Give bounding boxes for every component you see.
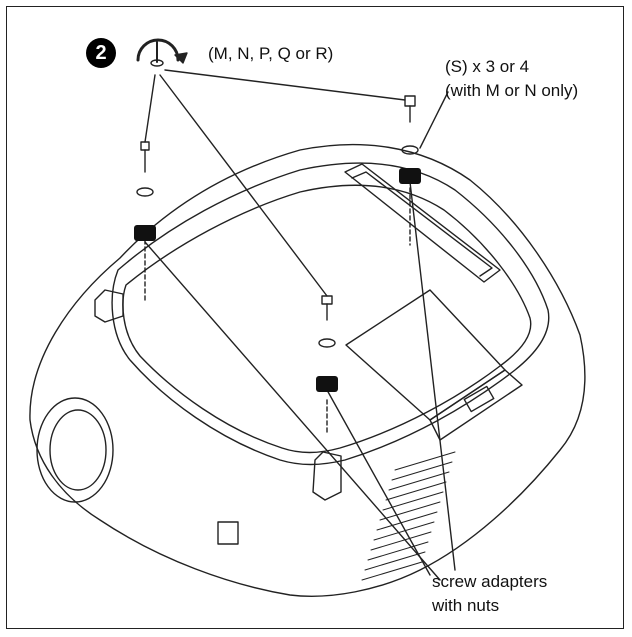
nut-left <box>134 225 156 241</box>
lens <box>36 397 114 503</box>
rail-bar <box>344 163 501 283</box>
foot-front <box>312 451 342 501</box>
adapter-label-line1: screw adapters <box>432 572 548 591</box>
foot-left <box>94 289 124 323</box>
step-number-badge: 2 <box>86 38 116 68</box>
rotate-screwdriver-icon <box>136 38 188 67</box>
nut-right <box>399 168 421 184</box>
projector-body <box>29 143 586 597</box>
screw-left <box>136 141 154 197</box>
washer-count-label: (S) x 3 or 4 <box>445 57 530 76</box>
nut-middle <box>316 376 338 392</box>
adapter-label-line2: with nuts <box>432 596 500 615</box>
washer-condition-label: (with M or N only) <box>445 81 579 100</box>
screw-options-label: (M, N, P, Q or R) <box>208 44 334 63</box>
vent-grille <box>361 451 456 581</box>
front-square <box>217 521 239 545</box>
screw-right <box>401 95 419 155</box>
screw-middle <box>318 295 336 348</box>
recessed-panel <box>345 289 506 421</box>
projector-top-panel <box>111 162 550 466</box>
